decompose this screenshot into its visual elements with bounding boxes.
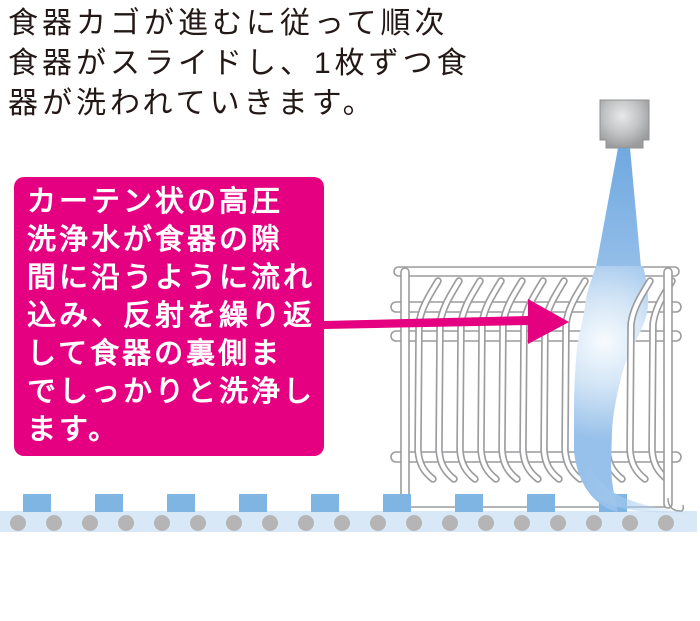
rack-post-left	[400, 267, 410, 509]
roller	[550, 515, 566, 531]
roller	[586, 515, 602, 531]
rack-post-right	[663, 267, 684, 512]
support-blocks	[23, 494, 627, 512]
roller	[622, 515, 638, 531]
support-block	[167, 494, 195, 512]
support-block	[527, 494, 555, 512]
callout-box: カーテン状の高圧 洗浄水が食器の隙 間に沿うように流れ 込み、反射を繰り返 して…	[14, 177, 324, 456]
water-splash-trail	[585, 468, 697, 514]
callout-text: カーテン状の高圧 洗浄水が食器の隙 間に沿うように流れ 込み、反射を繰り返 して…	[27, 186, 316, 446]
conveyor-rollers	[10, 515, 674, 531]
support-block	[239, 494, 267, 512]
roller	[262, 515, 278, 531]
roller	[658, 515, 674, 531]
roller	[478, 515, 494, 531]
roller	[370, 515, 386, 531]
spray-nozzle	[599, 99, 650, 149]
support-block	[383, 494, 411, 512]
support-block	[23, 494, 51, 512]
roller	[118, 515, 134, 531]
water-jet-cone	[596, 148, 641, 267]
roller	[406, 515, 422, 531]
support-block	[311, 494, 339, 512]
roller	[298, 515, 314, 531]
roller	[226, 515, 242, 531]
roller	[46, 515, 62, 531]
roller	[442, 515, 458, 531]
callout-arrow	[324, 299, 569, 344]
roller	[154, 515, 170, 531]
roller	[10, 515, 26, 531]
support-block	[95, 494, 123, 512]
roller	[334, 515, 350, 531]
roller	[82, 515, 98, 531]
support-block	[455, 494, 483, 512]
rack-rail-bottom	[390, 451, 682, 463]
rack-post-foot-curl	[667, 497, 684, 512]
conveyor	[0, 494, 697, 532]
roller	[190, 515, 206, 531]
roller	[514, 515, 530, 531]
caption-text: 食器カゴが進むに従って順次 食器がスライドし、1枚ずつ食 器が洗われていきます。	[8, 7, 471, 120]
